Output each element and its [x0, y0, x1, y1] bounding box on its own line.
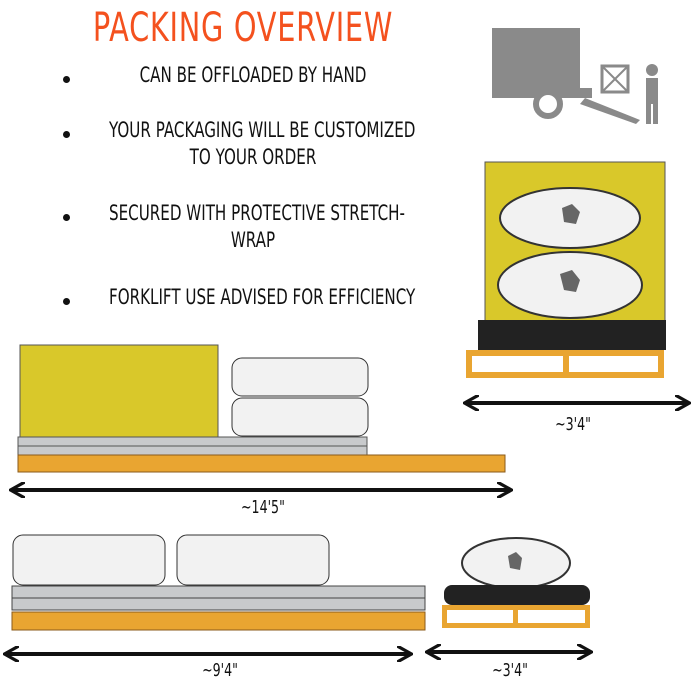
bullet-dot: [63, 214, 70, 221]
bullet-dot: [63, 76, 70, 83]
dimension-label: ~14'5": [241, 497, 285, 518]
bullet-text: YOUR PACKAGING WILL BE CUSTOMIZED: [109, 118, 416, 142]
dimension-label: ~3'4": [492, 660, 528, 681]
bullet-dot: [63, 298, 70, 305]
bullet-text: TO YOUR ORDER: [189, 145, 317, 169]
truck-unloading-icon: [492, 28, 658, 124]
bullet-text: WRAP: [230, 228, 276, 252]
vertical-bundle-illustration: [466, 161, 666, 378]
bullet-dot: [63, 131, 70, 138]
bullet-text: CAN BE OFFLOADED BY HAND: [139, 63, 367, 87]
page-title: PACKING OVERVIEW: [92, 5, 394, 51]
short-pallet-illustration: [442, 537, 590, 628]
bullet-text: FORKLIFT USE ADVISED FOR EFFICIENCY: [109, 285, 416, 309]
long-pallet-illustration: [11, 534, 426, 631]
bullet-text: SECURED WITH PROTECTIVE STRETCH-: [109, 201, 406, 225]
dimension-label: ~9'4": [202, 660, 238, 681]
dimension-label: ~3'4": [555, 414, 591, 435]
horizontal-bundle-illustration: [17, 344, 506, 473]
